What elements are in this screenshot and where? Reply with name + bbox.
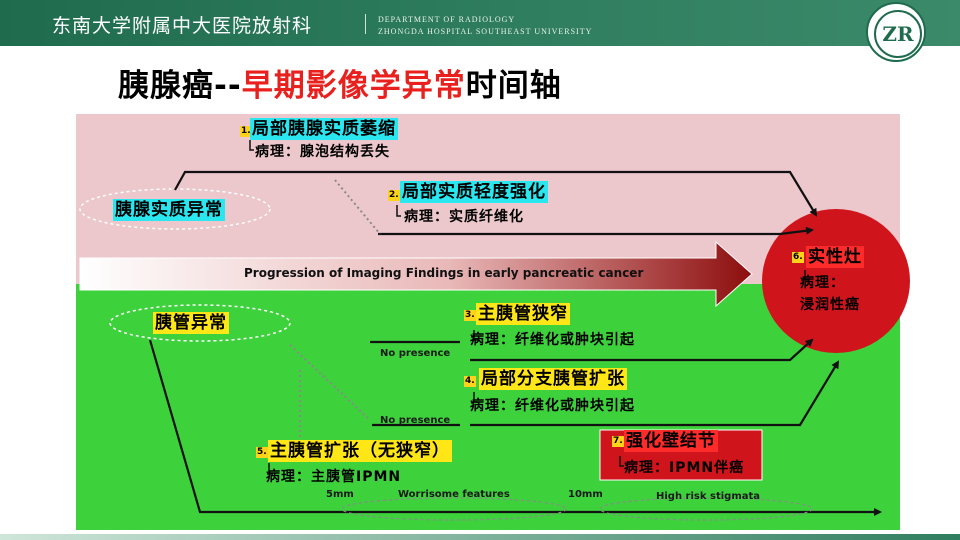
finding-2-title: 局部实质轻度强化 <box>400 181 548 203</box>
bracket-6 <box>804 270 809 281</box>
org-name-en-line2: ZHONGDA HOSPITAL SOUTHEAST UNIVERSITY <box>378 27 593 36</box>
finding-2-pathology: 病理：实质纤维化 <box>404 209 524 225</box>
progression-label: Progression of Imaging Findings in early… <box>244 266 644 280</box>
finding-7-title: 强化壁结节 <box>624 430 718 452</box>
dotted-link-1 <box>334 179 381 235</box>
arrow-stricture <box>370 340 812 362</box>
finding-5-pathology: 病理：主胰管IPMN <box>266 469 402 485</box>
category-parenchyma: 胰腺实质异常 <box>113 199 225 221</box>
finding-6-pathology-value: 浸润性癌 <box>800 297 860 313</box>
solid-lesion-ellipse <box>762 209 910 353</box>
bracket-7 <box>619 456 624 467</box>
finding-4-pathology: 病理：纤维化或肿块引起 <box>470 398 635 414</box>
finding-5-num: 5. <box>256 447 268 458</box>
finding-6-pathology-label: 病理： <box>800 275 845 291</box>
hospital-logo: ZR <box>866 2 926 62</box>
finding-5-title: 主胰管扩张（无狭窄） <box>268 440 452 462</box>
org-name-en-line1: DEPARTMENT OF RADIOLOGY <box>378 15 516 24</box>
timeline-mark-5mm: 5mm <box>326 489 354 500</box>
finding-3-pathology: 病理：纤维化或肿块引起 <box>470 332 635 348</box>
no-presence-1: No presence <box>380 348 451 359</box>
finding-4-title: 局部分支胰管扩张 <box>479 368 627 390</box>
bracket-1 <box>249 140 254 151</box>
finding-7-num: 7. <box>612 436 624 447</box>
category-duct: 胰管异常 <box>153 312 229 334</box>
arrow-duct-main <box>148 339 882 516</box>
finding-1-pathology: 病理：腺泡结构丢失 <box>255 144 390 160</box>
finding-3-title: 主胰管狭窄 <box>476 303 570 325</box>
bracket-5 <box>268 463 273 475</box>
arrow-atrophy <box>174 170 818 217</box>
title-part-2: 早期影像学异常 <box>241 68 466 104</box>
no-presence-2: No presence <box>380 415 451 426</box>
logo-monogram: ZR <box>874 10 922 58</box>
dotted-link-2 <box>289 344 371 421</box>
finding-6-num: 6. <box>792 252 804 263</box>
timeline-mark-10mm: 10mm <box>568 489 603 500</box>
footer-band <box>0 534 960 540</box>
high-risk-ellipse <box>599 497 813 521</box>
title-part-3: 时间轴 <box>465 68 562 104</box>
bracket-4 <box>473 392 478 403</box>
finding-4-num: 4. <box>464 376 476 387</box>
progression-arrow <box>79 240 753 308</box>
finding-3-num: 3. <box>464 310 476 321</box>
slide-title: 胰腺癌--早期影像学异常时间轴 <box>118 60 562 105</box>
worrisome-ellipse <box>341 497 567 521</box>
timeline-worrisome: Worrisome features <box>398 489 510 500</box>
bracket-3 <box>473 330 478 341</box>
finding-1-title: 局部胰腺实质萎缩 <box>250 118 398 140</box>
org-name-cn: 东南大学附属中大医院放射科 <box>52 15 313 37</box>
bracket-2 <box>396 205 401 217</box>
duct-ellipse <box>109 304 291 342</box>
finding-7-pathology: 病理：IPMN伴癌 <box>624 460 745 476</box>
header-divider <box>365 14 366 34</box>
finding-2-num: 2. <box>388 190 400 201</box>
finding-1-num: 1. <box>240 126 252 137</box>
arrow-enhancement <box>378 226 814 236</box>
header-bar: 东南大学附属中大医院放射科 DEPARTMENT OF RADIOLOGY ZH… <box>0 0 960 46</box>
timeline-high-risk: High risk stigmata <box>656 491 761 502</box>
title-part-1: 胰腺癌-- <box>118 68 242 104</box>
arrow-branch-dilation <box>372 362 838 427</box>
finding-6-title: 实性灶 <box>806 246 864 268</box>
